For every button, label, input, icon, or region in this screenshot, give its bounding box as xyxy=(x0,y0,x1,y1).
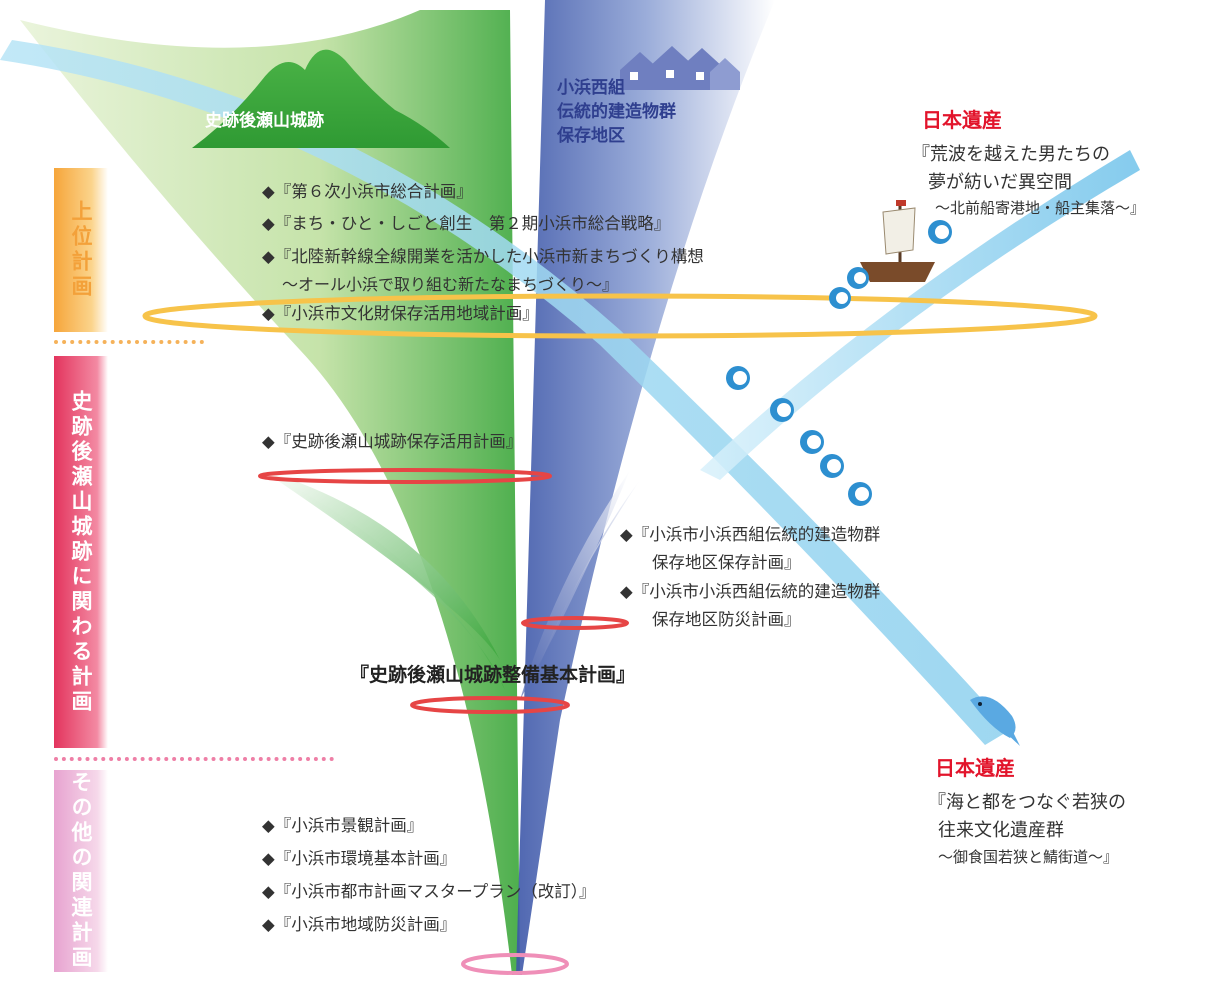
district-funnel xyxy=(516,0,775,975)
plan-item: ◆『小浜市小浜西組伝統的建造物群 xyxy=(620,582,881,601)
sea-route-2 xyxy=(700,150,1140,480)
category-related: 史跡後瀬山城跡に関わる計画 xyxy=(54,356,108,748)
upper-ring xyxy=(142,293,1098,339)
divider xyxy=(54,340,204,344)
heritage-line: 『海と都をつなぐ若狭の xyxy=(928,792,1126,813)
main-plan-title: 『史跡後瀬山城跡整備基本計画』 xyxy=(350,664,636,686)
wave-icon xyxy=(726,220,952,506)
heritage-subtitle: ～御食国若狭と鯖街道～』 xyxy=(938,848,1119,866)
plan-item-subtitle: ～オール小浜で取り組む新たなまちづくり～』 xyxy=(282,275,619,294)
heritage-title: 日本遺産 xyxy=(922,108,1002,132)
heritage-line: 夢が紡いだ異空間 xyxy=(928,172,1072,193)
category-upper: 上位計画 xyxy=(54,168,108,332)
ship-icon xyxy=(860,200,935,282)
plan-item: ◆『小浜市地域防災計画』 xyxy=(262,915,457,934)
plan-item: ◆『小浜市環境基本計画』 xyxy=(262,849,457,868)
heritage-subtitle: ～北前船寄港地・船主集落～』 xyxy=(935,199,1146,217)
fish-icon xyxy=(970,696,1020,746)
mountain-icon xyxy=(192,49,450,148)
category-other: その他の関連計画 xyxy=(54,770,108,972)
plan-item-subtitle: 保存地区保存計画』 xyxy=(652,553,801,572)
plan-item: ◆『第６次小浜市総合計画』 xyxy=(262,182,473,201)
houses-icon xyxy=(620,46,740,90)
plan-item: ◆『まち・ひと・しごと創生 第２期小浜市総合戦略』 xyxy=(262,214,671,233)
plan-item: ◆『小浜市都市計画マスタープラン（改訂）』 xyxy=(262,882,596,901)
plan-item-subtitle: 保存地区防災計画』 xyxy=(652,610,801,629)
plan-item: ◆『北陸新幹線全線開業を活かした小浜市新まちづくり構想 xyxy=(262,247,704,266)
divider xyxy=(54,757,334,761)
heritage-line: 『荒波を越えた男たちの xyxy=(912,144,1110,165)
castle-label: 史跡後瀬山城跡 xyxy=(205,111,324,131)
plan-item: ◆『小浜市小浜西組伝統的建造物群 xyxy=(620,525,881,544)
plan-item: ◆『史跡後瀬山城跡保存活用計画』 xyxy=(262,432,523,451)
plan-item: ◆『小浜市文化財保存活用地域計画』 xyxy=(262,304,539,323)
plan-item: ◆『小浜市景観計画』 xyxy=(262,816,424,835)
heritage-line: 往来文化遺産群 xyxy=(938,820,1064,841)
heritage-title: 日本遺産 xyxy=(935,756,1015,780)
district-label: 小浜西組 伝統的建造物群 保存地区 xyxy=(557,78,676,146)
castle-funnel xyxy=(20,10,520,975)
